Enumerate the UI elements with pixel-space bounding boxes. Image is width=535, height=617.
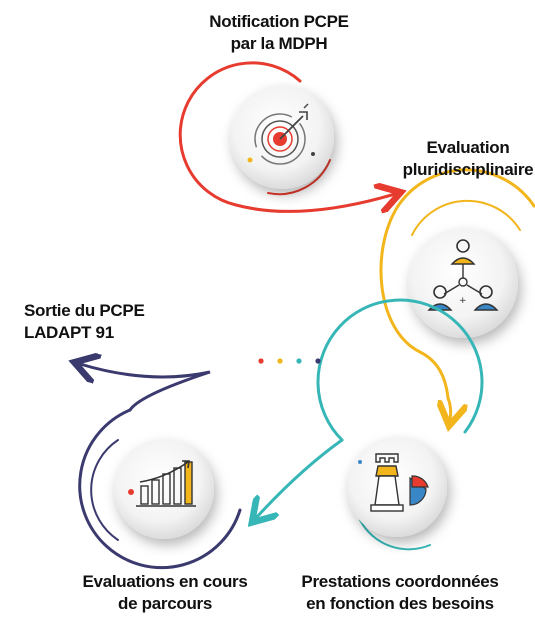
label-notification-line1: Notification PCPE — [209, 12, 349, 31]
teal-inner-arc — [359, 519, 431, 551]
red-inner-arc — [267, 159, 331, 196]
label-evaluation: Evaluation pluridisciplinaire — [393, 137, 535, 181]
dot-yellow — [277, 358, 283, 364]
dot-navy — [315, 358, 321, 364]
step-notification — [178, 61, 395, 212]
label-sortie-line2: LADAPT 91 — [24, 323, 114, 342]
growth-chart-icon — [128, 460, 196, 507]
label-evaluations-cours-line1: Evaluations en cours — [82, 572, 248, 591]
yellow-inner-arc — [411, 199, 521, 236]
evaluations-cours-disc — [114, 439, 214, 539]
label-evaluation-line1: Evaluation — [426, 138, 510, 157]
teal-spiral-ring — [316, 298, 484, 442]
target-icon — [247, 103, 315, 165]
label-prestations: Prestations coordonnées en fonction des … — [290, 571, 510, 615]
label-notification-line2: par la MDPH — [230, 34, 328, 53]
label-prestations-line2: en fonction des besoins — [306, 594, 494, 613]
yellow-spiral-ring — [396, 168, 535, 208]
strategy-chess-icon — [358, 453, 429, 512]
label-prestations-line1: Prestations coordonnées — [301, 572, 499, 591]
teal-arrow — [256, 438, 344, 518]
yellow-arrow — [448, 396, 451, 420]
evaluation-disc — [408, 228, 518, 338]
label-sortie: Sortie du PCPE LADAPT 91 — [24, 300, 145, 344]
center-dots — [258, 358, 321, 364]
step-prestations — [256, 298, 484, 551]
step-evaluation: + — [379, 168, 535, 420]
label-evaluation-line2: pluridisciplinaire — [402, 160, 534, 179]
navy-inner-arc — [90, 439, 119, 541]
yellow-spiral-ring-lower — [379, 204, 450, 400]
svg-text:+: + — [459, 296, 467, 306]
label-sortie-line1: Sortie du PCPE — [24, 301, 145, 320]
navy-arrow — [80, 364, 211, 412]
label-evaluations-cours: Evaluations en cours de parcours — [65, 571, 265, 615]
dot-teal — [296, 358, 302, 364]
navy-spiral-ring — [78, 408, 242, 570]
red-spiral-ring — [178, 61, 302, 207]
dot-red — [258, 358, 264, 364]
label-notification: Notification PCPE par la MDPH — [189, 11, 369, 55]
label-evaluations-cours-line2: de parcours — [117, 594, 212, 613]
step-evaluations-cours — [78, 364, 242, 570]
team-hierarchy-icon: + — [427, 239, 499, 311]
red-arrow — [234, 194, 395, 211]
